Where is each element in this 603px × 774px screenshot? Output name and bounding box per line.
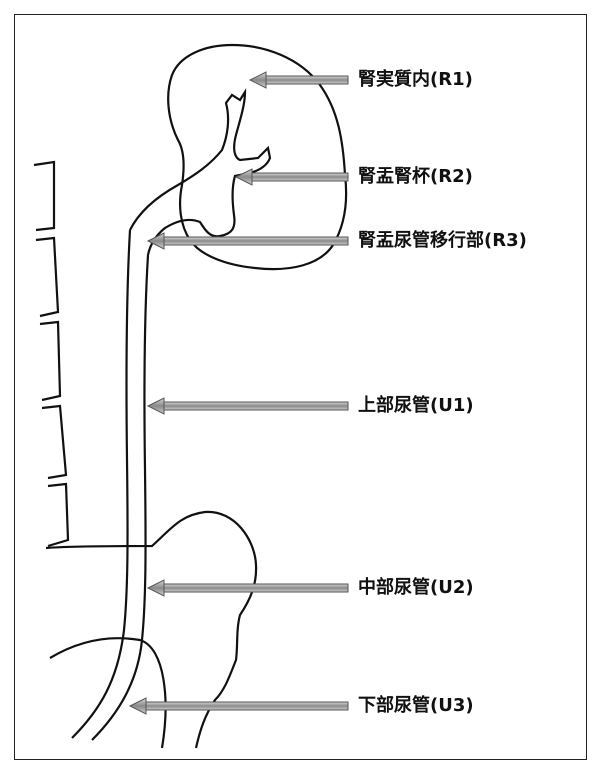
bracket-5: [48, 484, 68, 546]
arrow-u3: [130, 698, 348, 714]
label-r3: 腎盂尿管移行部(R3): [358, 232, 527, 250]
arrow-u1: [148, 398, 348, 414]
bracket-2: [36, 238, 58, 316]
label-r2: 腎盂腎杯(R2): [358, 168, 473, 186]
arrow-u2: [148, 580, 348, 596]
bracket-3: [40, 322, 60, 400]
ureter-right-wall: [92, 255, 148, 740]
bracket-4: [42, 406, 66, 478]
pelvic-bone-lower: [50, 638, 166, 748]
label-u1: 上部尿管(U1): [358, 397, 474, 415]
ureter-left-wall: [72, 230, 130, 738]
label-r1: 腎実質内(R1): [358, 71, 473, 89]
pelvic-bone-upper: [46, 512, 256, 748]
label-u2: 中部尿管(U2): [358, 579, 474, 597]
bracket-1: [34, 162, 54, 230]
arrow-r3: [148, 233, 348, 249]
segment-brackets: [34, 162, 68, 546]
arrow-r1: [250, 72, 348, 88]
label-u3: 下部尿管(U3): [358, 697, 474, 715]
